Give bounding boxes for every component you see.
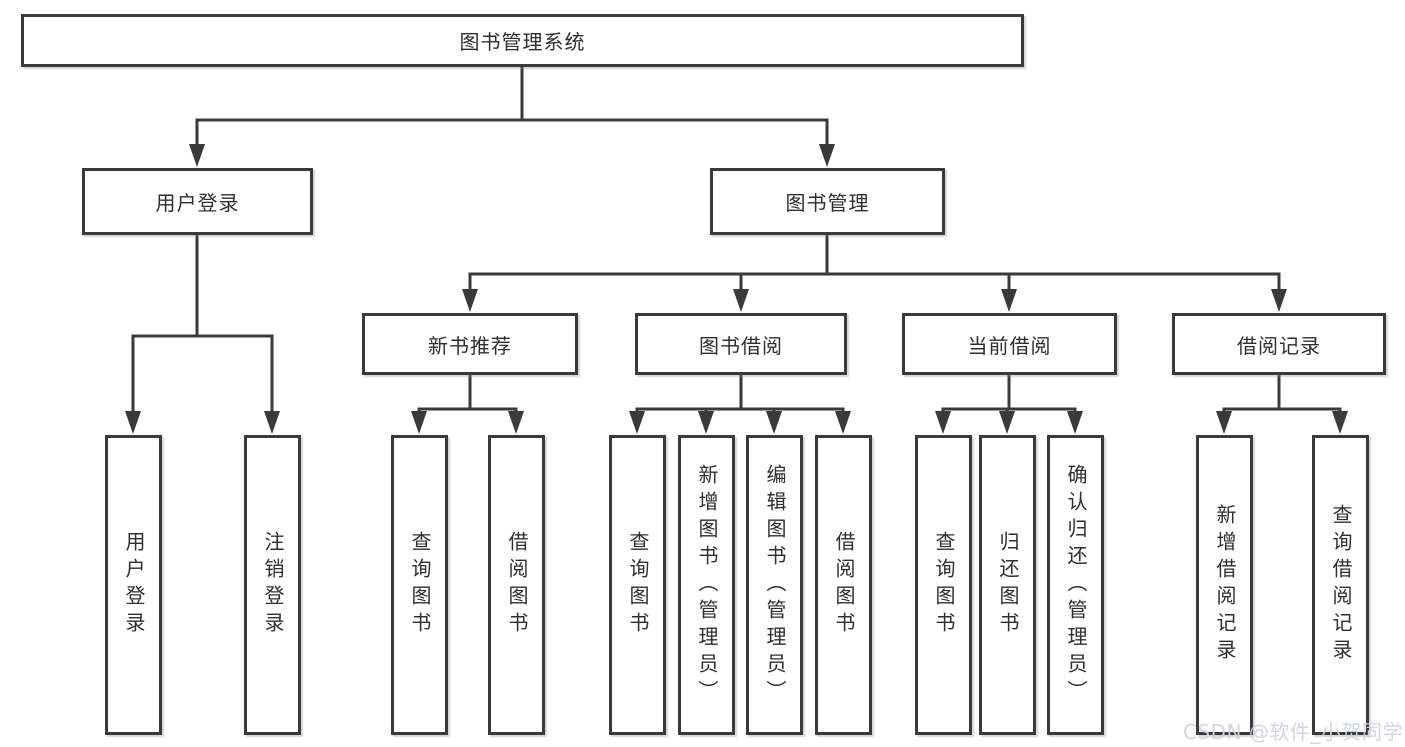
arrow-icon: [1001, 289, 1017, 312]
arrow-icon: [189, 144, 205, 167]
arrow-icon: [999, 411, 1015, 434]
arrow-icon: [411, 411, 427, 434]
csdn-watermark: CSDN @软件_小贺同学: [1183, 720, 1403, 744]
connector-borrow: [635, 375, 845, 414]
leaf-recommend-borrow-books: 借阅图书: [488, 435, 545, 735]
node-borrowing-records: 借阅记录: [1172, 313, 1386, 375]
arrow-icon: [629, 411, 645, 434]
leaf-record-search-borrow-record: 查询借阅记录: [1312, 435, 1369, 735]
leaf-borrow-search-books: 查询图书: [609, 435, 666, 735]
leaf-logout: 注销登录: [244, 435, 301, 735]
arrow-icon: [125, 411, 141, 434]
arrow-icon: [819, 144, 835, 167]
node-book-management: 图书管理: [710, 168, 945, 235]
connector-current: [941, 375, 1077, 414]
arrow-icon: [698, 411, 714, 434]
node-current-borrowing: 当前借阅: [902, 313, 1117, 375]
arrow-icon: [1332, 411, 1348, 434]
connector-book-mgmt: [468, 235, 1281, 292]
arrow-icon: [835, 411, 851, 434]
connector-recommend: [417, 375, 518, 414]
arrow-icon: [733, 289, 749, 312]
connector-root: [195, 67, 829, 147]
arrow-icon: [935, 411, 951, 434]
node-book-management-system: 图书管理系统: [21, 14, 1024, 67]
leaf-current-return-books: 归还图书: [979, 435, 1036, 735]
leaf-current-search-books: 查询图书: [915, 435, 972, 735]
arrow-icon: [462, 289, 478, 312]
node-user-login: 用户登录: [82, 168, 313, 235]
arrowheads: [125, 144, 1348, 434]
leaf-borrow-add-books-admin: 新增图书（管理员）: [678, 435, 735, 735]
arrow-icon: [1067, 411, 1083, 434]
leaf-borrow-borrow-books: 借阅图书: [815, 435, 872, 735]
arrow-icon: [1216, 411, 1232, 434]
arrow-icon: [766, 411, 782, 434]
leaf-current-confirm-return-admin: 确认归还（管理员）: [1047, 435, 1104, 735]
node-new-book-recommend: 新书推荐: [362, 313, 578, 375]
node-book-borrowing: 图书借阅: [635, 313, 847, 375]
connector-record: [1222, 375, 1342, 414]
leaf-user-login: 用户登录: [105, 435, 162, 735]
arrow-icon: [264, 411, 280, 434]
arrow-icon: [1271, 289, 1287, 312]
connector-user-login: [131, 235, 274, 414]
leaf-borrow-edit-books-admin: 编辑图书（管理员）: [746, 435, 803, 735]
leaf-recommend-search-books: 查询图书: [391, 435, 448, 735]
arrow-icon: [508, 411, 524, 434]
leaf-record-add-borrow-record: 新增借阅记录: [1196, 435, 1253, 735]
